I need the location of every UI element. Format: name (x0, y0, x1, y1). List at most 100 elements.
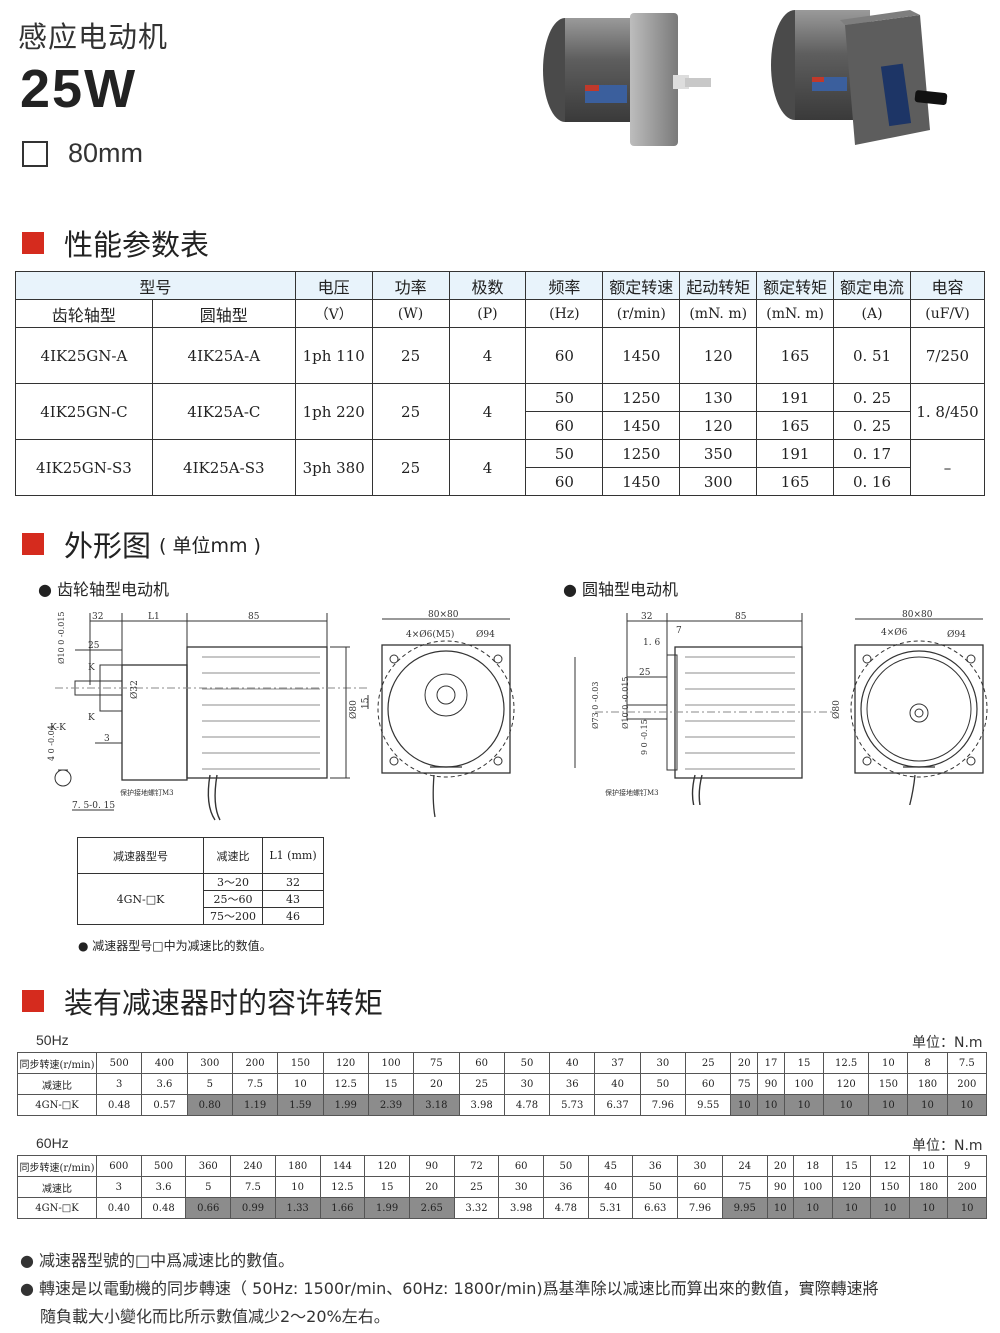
spec-subheader: (r/min) (602, 299, 681, 328)
table-cell: 10 (907, 1094, 948, 1116)
table-row: 4IK25GN-C 4IK25A-C 1ph 220 25 4 50 1250 … (15, 383, 986, 440)
table-row: 60 1450 300 165 0. 16 (16, 467, 985, 496)
gear-motor-photo (771, 10, 948, 145)
table-cell: 4.78 (543, 1197, 589, 1219)
spec-header-rated-torque: 额定转矩 (756, 271, 835, 300)
torque-60hz-unit: 单位：N.m (912, 1138, 983, 1154)
table-cell: 75 (730, 1073, 759, 1095)
table-cell: 0.80 (186, 1094, 233, 1116)
torque-60hz-label: 60Hz (36, 1135, 69, 1151)
table-cell: 4IK25A-S3 (151, 439, 296, 496)
table-cell: 5.31 (587, 1197, 634, 1219)
table-cell: 10 (868, 1094, 909, 1116)
table-cell: 10 (766, 1197, 794, 1219)
table-cell: 2.65 (408, 1197, 455, 1219)
table-cell: 50 (525, 439, 604, 468)
table-cell: 60 (498, 1155, 545, 1177)
table-cell: 10 (870, 1197, 910, 1219)
table-cell: 130 (679, 383, 758, 412)
table-cell: 5.73 (549, 1094, 596, 1116)
table-cell: 72 (453, 1155, 500, 1177)
spec-subheader: 圆轴型 (151, 299, 296, 328)
spec-subheader: 齿轮轴型 (15, 299, 153, 328)
torque-row-label: 同步转速(r/min) (17, 1052, 97, 1074)
table-cell: 30 (677, 1155, 723, 1177)
table-cell: 0. 25 (833, 383, 911, 412)
table-cell: 200 (946, 1073, 988, 1095)
table-cell: 25 (685, 1052, 732, 1074)
dim-label: Ø94 (947, 629, 966, 640)
table-cell: 20 (413, 1073, 460, 1095)
reducer-header: 减速比 (203, 837, 263, 874)
gear-front-view (367, 618, 515, 818)
table-cell: 1. 8/450 (909, 383, 986, 440)
table-cell: 10 (947, 1197, 987, 1219)
spec-header-row: 型号 电压 功率 极数 频率 额定转速 起动转矩 额定转矩 额定电流 电容 (15, 271, 986, 300)
round-front-view (850, 618, 988, 805)
dim-label: 保护接地螺钉M3 (605, 788, 659, 797)
spec-header-voltage: 电压 (294, 271, 373, 300)
table-cell: 100 (783, 1073, 825, 1095)
table-cell: 0. 16 (833, 467, 911, 496)
table-cell: 12 (870, 1155, 910, 1177)
table-cell: 8 (907, 1052, 948, 1074)
table-cell: 1450 (602, 467, 681, 496)
dim-label: 保护接地螺钉M3 (120, 788, 174, 797)
section-performance-heading: 性能参数表 (22, 222, 209, 264)
table-cell: 1.66 (319, 1197, 366, 1219)
table-cell: 360 (185, 1155, 232, 1177)
dim-label: 80×80 (428, 610, 459, 620)
table-cell: 4IK25GN-C (15, 383, 153, 440)
table-cell: 4 (448, 327, 527, 384)
spec-header-power: 功率 (371, 271, 450, 300)
table-cell: 0.48 (140, 1197, 187, 1219)
product-photos (543, 10, 948, 146)
table-cell: 1450 (602, 327, 681, 384)
table-cell: – (909, 439, 986, 496)
torque-50hz-unit: 单位：N.m (912, 1035, 983, 1051)
reducer-model: 4GN-□K (77, 873, 204, 925)
dim-label: 85 (735, 612, 747, 622)
dim-label: 25 (639, 668, 651, 678)
table-cell: 18 (792, 1155, 833, 1177)
table-cell: 40 (594, 1073, 641, 1095)
table-cell: 4IK25GN-A (15, 327, 153, 384)
table-cell: 100 (367, 1052, 415, 1074)
torque-row-label: 同步转速(r/min) (17, 1155, 97, 1177)
table-cell: 150 (868, 1073, 909, 1095)
table-cell: 3.6 (140, 1176, 187, 1198)
table-cell: 3.98 (498, 1197, 545, 1219)
reducer-header: L1 (mm) (262, 837, 324, 874)
table-row: 75～200 46 (78, 907, 324, 925)
table-cell: 20 (766, 1155, 794, 1177)
table-cell: 25 (371, 439, 450, 496)
table-cell: 4.78 (503, 1094, 551, 1116)
table-cell: 24 (721, 1155, 768, 1177)
dim-label: 7. 5-0. 15 (72, 801, 115, 811)
dim-label: Ø80 (831, 700, 842, 719)
table-cell: 165 (756, 467, 835, 496)
table-cell: 0.48 (95, 1094, 143, 1116)
table-cell: 200 (947, 1176, 987, 1198)
table-cell: 60 (685, 1073, 732, 1095)
table-cell: 191 (756, 439, 835, 468)
table-cell: 1.59 (277, 1094, 324, 1116)
table-cell: 37 (594, 1052, 641, 1074)
footnote: ● 减速器型號的□中爲减速比的數值。 (20, 1251, 295, 1270)
table-cell: 300 (186, 1052, 233, 1074)
table-cell: 400 (141, 1052, 188, 1074)
square-icon (22, 140, 48, 167)
table-cell: 600 (96, 1155, 142, 1177)
round-side-view (574, 613, 835, 805)
table-cell: 4IK25GN-S3 (15, 439, 153, 496)
footnote: ● 轉速是以電動機的同步轉速（ 50Hz: 1500r/min、60Hz: 18… (20, 1279, 879, 1298)
table-cell: 2.39 (367, 1094, 415, 1116)
table-cell: 4 (448, 383, 527, 440)
table-cell: 120 (679, 327, 758, 384)
table-cell: 10 (908, 1155, 949, 1177)
table-cell: 75～200 (203, 907, 263, 925)
